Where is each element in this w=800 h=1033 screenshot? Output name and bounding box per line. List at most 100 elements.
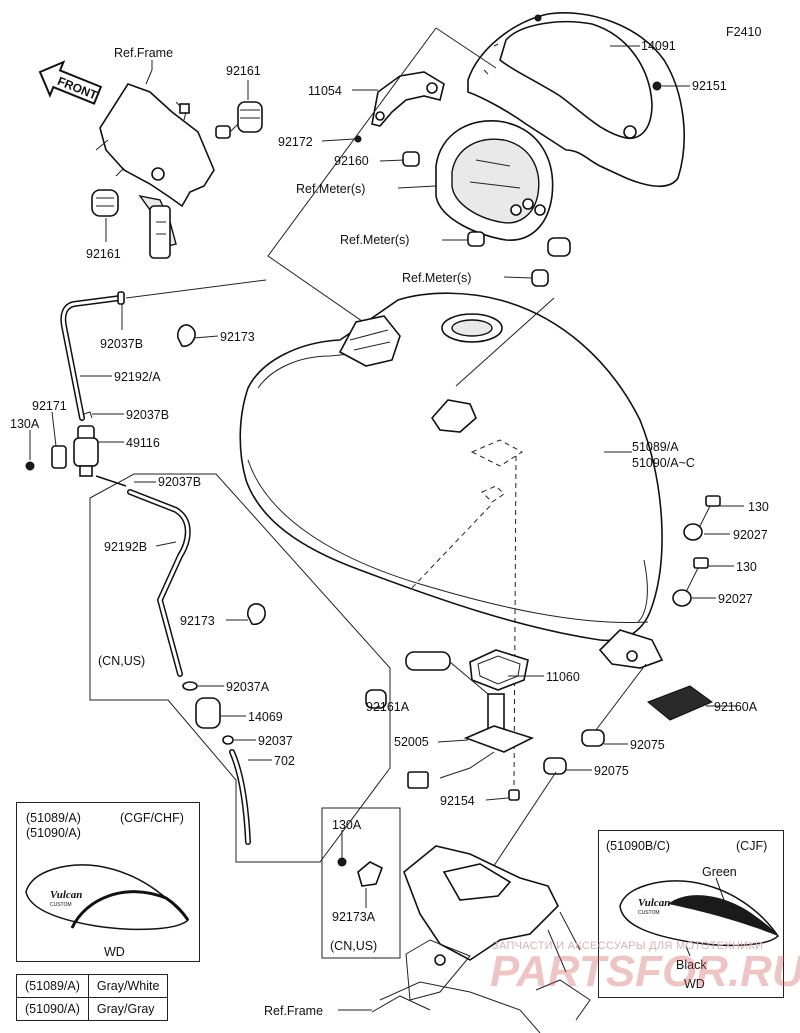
figure-code: F2410 — [726, 25, 761, 39]
left-inset-drawing: (51089/A) (51090/A) (CGF/CHF) Vulcan CUS… — [25, 811, 190, 959]
callout-130-2: 130 — [736, 560, 757, 574]
screw-92151 — [652, 81, 662, 91]
bolt-130a-2 — [337, 857, 347, 867]
bolt-92172 — [354, 135, 362, 143]
callout-92171: 92171 — [32, 399, 67, 413]
callout-51090ac: 51090/A~C — [632, 456, 695, 470]
callout-130-1: 130 — [748, 500, 769, 514]
clip-92173-2 — [247, 603, 266, 626]
callout-92160: 92160 — [334, 154, 369, 168]
callout-92027-2: 92027 — [718, 592, 753, 606]
canister-14069-part — [182, 681, 251, 845]
fuel-tank-part — [239, 292, 664, 787]
frame-head-part — [95, 83, 215, 259]
clamp-92173a-part — [357, 861, 384, 887]
grommet-ref-meter-b — [531, 269, 549, 287]
callout-92172: 92172 — [278, 135, 313, 149]
right-inset-green: Green — [702, 865, 737, 879]
washer-92027-1 — [683, 523, 703, 541]
callout-92075-2: 92075 — [594, 764, 629, 778]
callout-130a-1: 130A — [10, 417, 40, 431]
right-inset-panel — [598, 830, 784, 998]
left-inset-brand: Vulcan — [50, 889, 82, 901]
cap-92161-top — [215, 101, 263, 139]
bolt-130-1 — [697, 495, 721, 531]
washer-92027-2 — [672, 589, 692, 607]
right-inset-drawing: (51090B/C) (CJF) Green Vulcan CUSTOM Bla… — [606, 839, 779, 991]
table-cell-color: Gray/Gray — [87, 997, 169, 1021]
callout-92075-1: 92075 — [630, 738, 665, 752]
rubber-92075-2 — [543, 757, 567, 775]
bracket-11054-part — [371, 71, 445, 127]
left-inset-line2: (51090/A) — [26, 826, 81, 840]
callout-92192a: 92192/A — [114, 370, 161, 384]
right-inset-brand: Vulcan — [638, 897, 670, 909]
callout-52005: 52005 — [394, 735, 429, 749]
left-inset-panel — [16, 802, 200, 962]
callout-11060: 11060 — [546, 670, 580, 684]
pad-92160a-part — [647, 685, 714, 721]
callout-92037b-1: 92037B — [100, 337, 143, 351]
grommet-ref-meter-a — [467, 231, 485, 247]
screw-92154 — [508, 789, 520, 801]
callout-92161a: 92161A — [366, 700, 410, 714]
callout-92160a: 92160A — [714, 700, 758, 714]
callout-92192b: 92192B — [104, 540, 147, 554]
callout-92173-2: 92173 — [180, 614, 215, 628]
callout-92161-a: 92161 — [226, 64, 261, 78]
table-cell-color: Gray/White — [87, 974, 169, 998]
right-inset-model: (CJF) — [736, 839, 767, 853]
callout-14069: 14069 — [248, 710, 283, 724]
valve-49116-part — [73, 411, 99, 477]
right-inset-line1: (51090B/C) — [606, 839, 670, 853]
table-row: (51090/A) Gray/Gray — [16, 997, 169, 1021]
callout-92173-1: 92173 — [220, 330, 255, 344]
callout-ref-frame-bottom: Ref.Frame — [264, 1004, 323, 1018]
meter-cover-part — [467, 12, 685, 188]
clamp-92171-part — [51, 445, 67, 469]
left-inset-caption: WD — [104, 945, 125, 959]
left-inset-model: (CGF/CHF) — [120, 811, 184, 825]
frame-bottom-part — [371, 845, 591, 1033]
table-row: (51089/A) Gray/White — [16, 974, 169, 998]
clamp-92037b-1 — [117, 291, 125, 305]
callout-ref-meter-3: Ref.Meter(s) — [402, 271, 471, 285]
left-inset-line1: (51089/A) — [26, 811, 81, 825]
watermark-tagline: ЗАПЧАСТИ И АКСЕССУАРЫ ДЛЯ МОТОТЕХНИКИ — [492, 940, 764, 952]
fuel-pump-52005-part — [405, 649, 535, 789]
callout-cn-us-2: (CN,US) — [330, 939, 377, 953]
watermark-site: PARTSFOR.RU — [490, 947, 800, 996]
callout-92173a: 92173A — [332, 910, 376, 924]
left-inset-brand-sub: CUSTOM — [50, 902, 72, 908]
callout-11054: 11054 — [308, 84, 342, 98]
callout-92151: 92151 — [692, 79, 727, 93]
callout-ref-meter-2: Ref.Meter(s) — [340, 233, 409, 247]
callout-92037b-3: 92037B — [158, 475, 201, 489]
callout-51089a: 51089/A — [632, 440, 679, 454]
callout-ref-frame-top: Ref.Frame — [114, 46, 173, 60]
bolt-130a-1 — [25, 461, 35, 471]
grommet-92160 — [402, 151, 420, 167]
rubber-92075-1 — [581, 729, 605, 747]
bolt-130-2 — [685, 557, 709, 593]
callout-92161-b: 92161 — [86, 247, 121, 261]
right-inset-brand-sub: CUSTOM — [638, 910, 660, 916]
right-inset-black: Black — [676, 958, 707, 972]
table-cell-part: (51089/A) — [16, 974, 89, 998]
color-table: (51089/A) Gray/White (51090/A) Gray/Gray — [16, 974, 169, 1021]
front-arrow-icon: FRONT — [38, 60, 103, 105]
callout-49116: 49116 — [126, 436, 160, 450]
callout-ref-meter-1: Ref.Meter(s) — [296, 182, 365, 196]
callout-92037a: 92037A — [226, 680, 270, 694]
callout-92154: 92154 — [440, 794, 475, 808]
callout-92037b-2: 92037B — [126, 408, 169, 422]
callout-92037: 92037 — [258, 734, 293, 748]
callout-130a-2: 130A — [332, 818, 362, 832]
clip-92173-1 — [177, 324, 196, 348]
cap-92161-bottom — [91, 189, 119, 217]
hose-92192a-part — [60, 295, 123, 421]
callout-702: 702 — [274, 754, 295, 768]
callout-14091: 14091 — [641, 39, 676, 53]
table-cell-part: (51090/A) — [16, 997, 89, 1021]
